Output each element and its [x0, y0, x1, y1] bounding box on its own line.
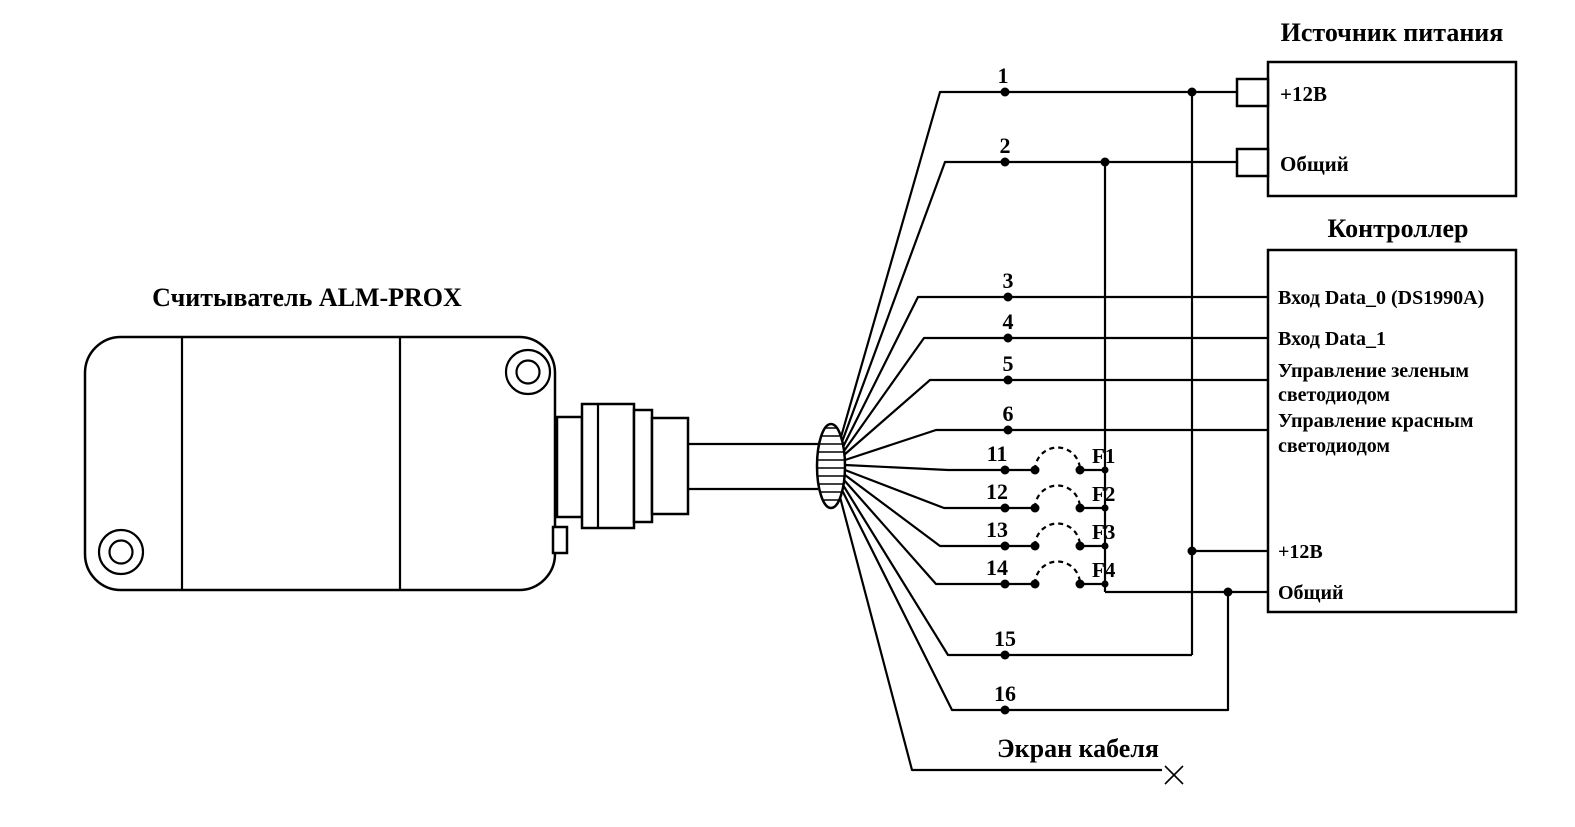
- junction-dot: [1030, 541, 1040, 551]
- power-supply: [1235, 60, 1518, 198]
- reader-screw-top-right-icon: [504, 348, 552, 396]
- wire-3-number: 3: [1003, 268, 1014, 293]
- wire-1-line: [839, 90, 1237, 438]
- controller-pin-common-label: Общий: [1278, 582, 1344, 604]
- shield-label: Экран кабеля: [997, 734, 1159, 763]
- wires: [838, 90, 1268, 772]
- controller-pin-red-led-label-line2: светодиодом: [1278, 435, 1390, 457]
- reader-screw-bottom-left-inner-icon: [108, 539, 134, 565]
- junction-dot: [1000, 541, 1010, 551]
- wire-6-number: 6: [1003, 401, 1014, 426]
- power-terminal-plus12v: [1235, 77, 1270, 108]
- junction-dot: [1101, 580, 1109, 588]
- wire-16-number: 16: [994, 681, 1016, 706]
- junction-dot: [1000, 705, 1010, 715]
- wire-2-line: [840, 160, 1237, 443]
- junction-dot: [1003, 292, 1013, 302]
- reader-side-tab: [551, 525, 569, 555]
- junction-dot: [1075, 503, 1085, 513]
- gland-washer: [632, 408, 654, 524]
- wire-16-line: [841, 489, 1230, 712]
- junction-dot: [1187, 87, 1197, 97]
- jumper-f1-arc: [1033, 446, 1082, 471]
- controller: [1266, 248, 1518, 614]
- jumper-f1-label: F1: [1092, 444, 1115, 468]
- controller-pin-plus12v-label: +12В: [1278, 541, 1323, 563]
- junction-dot: [1000, 503, 1010, 513]
- power-supply-title: Источник питания: [1281, 18, 1504, 47]
- jumper-f2-arc: [1033, 484, 1082, 509]
- power-terminal-common-label: Общий: [1280, 152, 1349, 176]
- jumper-f4-arc: [1033, 560, 1082, 585]
- controller-title: Контроллер: [1328, 214, 1469, 243]
- junction-dots: [1000, 87, 1233, 715]
- wire-11-number: 11: [987, 441, 1008, 466]
- junction-dot: [1100, 157, 1110, 167]
- power-terminal-plus12v-label: +12В: [1280, 82, 1327, 106]
- wire-15-line: [842, 484, 1192, 657]
- junction-dot: [1101, 466, 1109, 474]
- junction-dot: [1101, 542, 1109, 550]
- wire-6-line: [844, 428, 1268, 462]
- junction-dot: [1030, 503, 1040, 513]
- gland-barrel: [650, 416, 690, 516]
- junction-dot: [1003, 375, 1013, 385]
- junction-dot: [1075, 541, 1085, 551]
- jumper-f3-arc: [1033, 522, 1082, 547]
- wire-5-line: [843, 378, 1268, 456]
- controller-pin-red-led-label-line1: Управление красным: [1278, 410, 1474, 432]
- jumper-f3-label: F3: [1092, 520, 1115, 544]
- reader-title: Считыватель ALM-PROX: [152, 283, 462, 312]
- controller-pin-green-led-label-line1: Управление зеленым: [1278, 360, 1469, 382]
- wire-4-line: [843, 336, 1268, 452]
- junction-dot: [1003, 425, 1013, 435]
- junction-dot: [1000, 650, 1010, 660]
- controller-pin-data0-label: Вход Data_0 (DS1990A): [1278, 287, 1484, 309]
- wire-4-number: 4: [1003, 309, 1014, 334]
- shield-line: [838, 496, 1162, 772]
- junction-dot: [1000, 157, 1010, 167]
- wire-3-line: [842, 295, 1268, 448]
- wire-5-number: 5: [1003, 351, 1014, 376]
- wire-1-number: 1: [998, 63, 1009, 88]
- junction-dot: [1187, 546, 1197, 556]
- junction-dot: [1000, 465, 1010, 475]
- wire-15-number: 15: [994, 626, 1016, 651]
- junction-dot: [1075, 579, 1085, 589]
- shield-not-connected-x-icon: [1164, 765, 1184, 785]
- junction-dot: [1000, 87, 1010, 97]
- jumper-f4-label: F4: [1092, 558, 1116, 582]
- jumper-f2-label: F2: [1092, 482, 1115, 506]
- gland-collar-1: [555, 415, 584, 519]
- controller-pin-data1-label: Вход Data_1: [1278, 328, 1386, 350]
- cable: [688, 422, 847, 510]
- reader-body: [83, 335, 557, 592]
- wire-13-number: 13: [986, 517, 1008, 542]
- controller-pin-green-led-label-line2: светодиодом: [1278, 384, 1390, 406]
- jumper-arcs: [1033, 446, 1082, 585]
- wire-14-number: 14: [986, 555, 1008, 580]
- junction-dot: [1101, 504, 1109, 512]
- gland-nut: [580, 402, 636, 530]
- power-supply-box: [1266, 60, 1518, 198]
- junction-dot: [1223, 587, 1233, 597]
- reader-screw-top-right-inner-icon: [515, 359, 541, 385]
- wire-2-number: 2: [1000, 133, 1011, 158]
- junction-dot: [1030, 579, 1040, 589]
- junction-dot: [1003, 333, 1013, 343]
- power-terminal-common: [1235, 147, 1270, 178]
- wire-12-number: 12: [986, 479, 1008, 504]
- junction-dot: [1030, 465, 1040, 475]
- junction-dot: [1000, 579, 1010, 589]
- cable-gland: [555, 402, 690, 530]
- controller-box: [1266, 248, 1518, 614]
- reader-screw-bottom-left-icon: [97, 528, 145, 576]
- reader-device: [83, 335, 569, 592]
- junction-dot: [1075, 465, 1085, 475]
